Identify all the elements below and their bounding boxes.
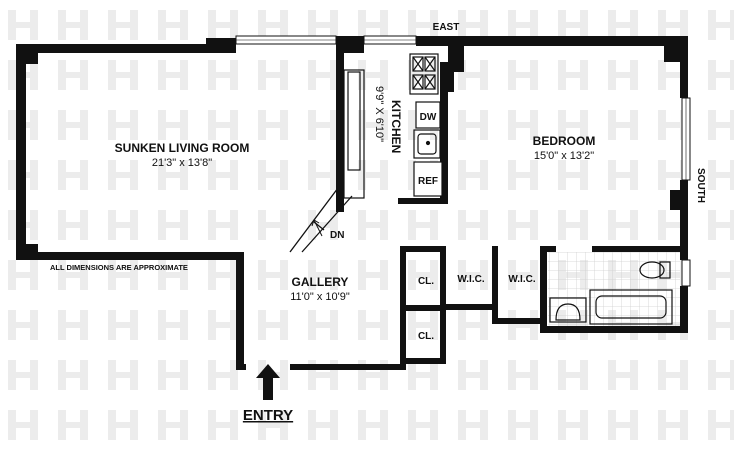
toilet-icon xyxy=(639,261,671,279)
walls xyxy=(16,36,688,370)
stove-icon xyxy=(409,53,439,95)
stair-label: DN xyxy=(330,230,344,241)
bedroom-dims: 15'0" x 13'2" xyxy=(534,150,594,162)
bathtub-icon xyxy=(589,289,673,325)
refrigerator-icon xyxy=(413,161,443,197)
down-arrow-icon xyxy=(311,219,323,237)
living-room-name: SUNKEN LIVING ROOM xyxy=(115,141,250,155)
closet-label: CL. xyxy=(418,276,434,287)
bathroom-tile-floor xyxy=(548,252,680,330)
window-bath xyxy=(681,259,691,287)
compass-south: SOUTH xyxy=(695,168,706,203)
entry-label: ENTRY xyxy=(243,407,293,424)
kitchen-counter xyxy=(343,69,365,199)
gallery-dims: 11'0" x 10'9" xyxy=(290,291,350,303)
bath-sink-icon xyxy=(549,297,587,323)
compass-east: EAST xyxy=(433,22,460,33)
dishwasher-icon xyxy=(415,101,441,129)
kitchen-dims: 9'9" X 6'10" xyxy=(373,86,385,142)
wic-label: W.I.C. xyxy=(457,274,484,285)
kitchen-name: KITCHEN xyxy=(389,100,403,153)
sink-icon xyxy=(413,129,441,159)
dishwasher-label: DW xyxy=(420,112,437,123)
living-room-dims: 21'3" x 13'8" xyxy=(152,157,212,169)
closet-label: CL. xyxy=(418,331,434,342)
dimensions-note: ALL DIMENSIONS ARE APPROXIMATE xyxy=(50,263,188,272)
bedroom-name: BEDROOM xyxy=(533,134,596,148)
gallery-name: GALLERY xyxy=(292,275,349,289)
wic-label: W.I.C. xyxy=(508,274,535,285)
entry-arrow-icon xyxy=(256,364,280,400)
refrigerator-label: REF xyxy=(418,176,438,187)
